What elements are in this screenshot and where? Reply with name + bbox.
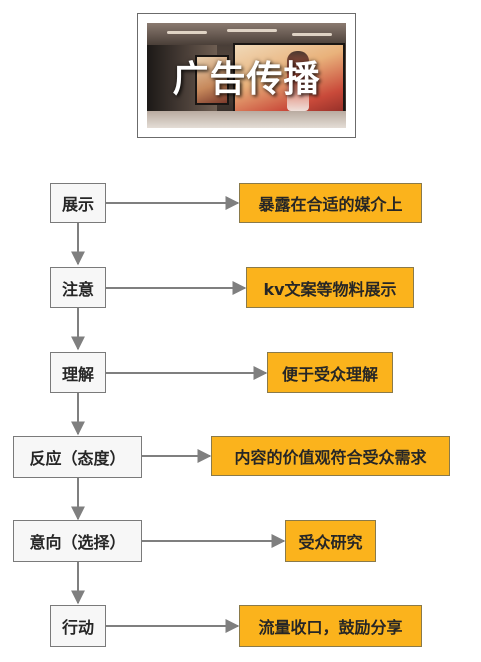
banner-ceiling-light (167, 31, 207, 34)
banner-model-figure (287, 51, 309, 111)
step-box-action: 行动 (50, 605, 106, 647)
description-box-intention: 受众研究 (285, 520, 376, 562)
banner-title: 广告传播 (172, 58, 321, 100)
step-box-attention: 注意 (50, 267, 106, 308)
banner-floor (147, 111, 346, 128)
description-box-reaction: 内容的价值观符合受众需求 (211, 436, 450, 476)
description-box-action: 流量收口，鼓励分享 (239, 605, 422, 647)
description-box-display: 暴露在合适的媒介上 (239, 183, 422, 223)
description-box-understanding: 便于受众理解 (267, 352, 393, 393)
banner-ceiling-light (292, 33, 332, 36)
step-box-understanding: 理解 (50, 352, 106, 393)
step-box-display: 展示 (50, 183, 106, 223)
banner-image-frame: 广告传播 (137, 13, 356, 138)
banner-ceiling-light (227, 29, 277, 32)
step-box-reaction: 反应（态度） (13, 436, 142, 478)
banner-ceiling (147, 23, 346, 45)
step-box-intention: 意向（选择） (13, 520, 142, 562)
banner-billboard-small (195, 55, 229, 105)
description-box-attention: kv文案等物料展示 (246, 267, 414, 308)
banner-photo: 广告传播 (147, 23, 346, 128)
